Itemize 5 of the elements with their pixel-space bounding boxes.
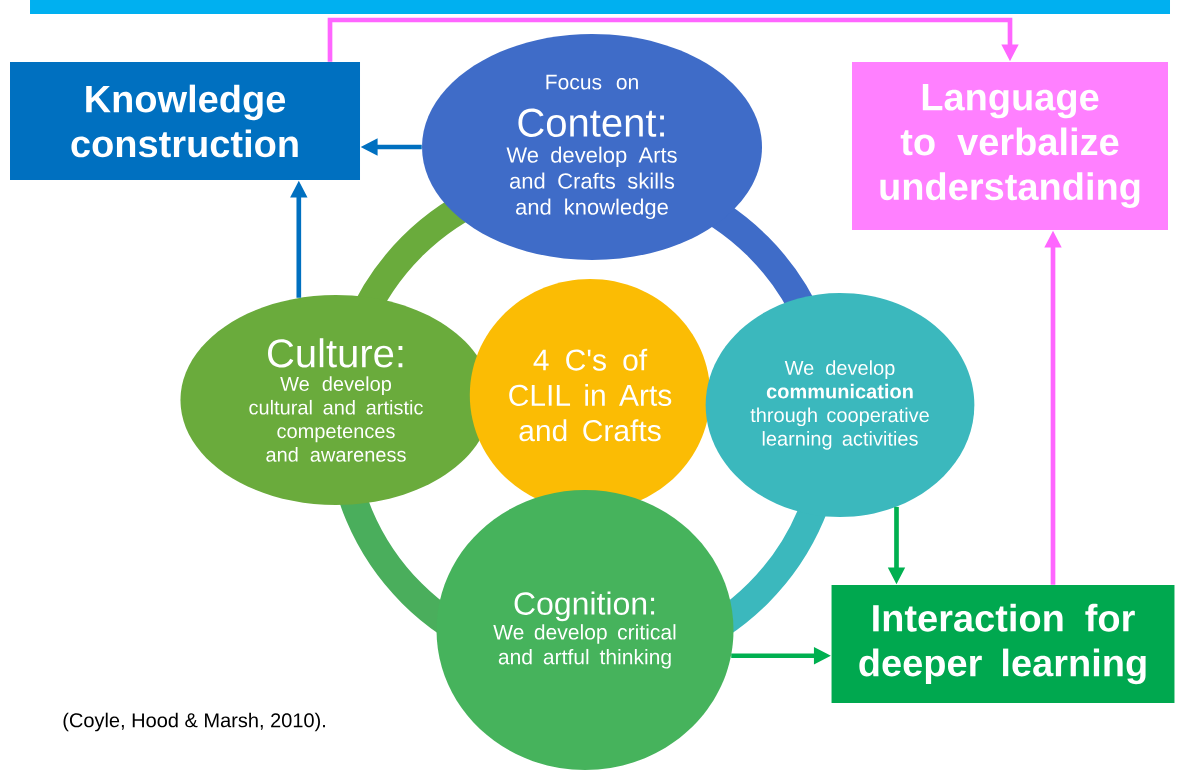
label-box: Language to verbalize understanding bbox=[852, 62, 1168, 230]
citation: (Coyle, Hood & Marsh, 2010). bbox=[63, 712, 325, 732]
label-box: Knowledge construction bbox=[10, 62, 360, 180]
arrow bbox=[327, 17, 1019, 62]
label-box: Interaction for deeper learning bbox=[831, 585, 1175, 703]
